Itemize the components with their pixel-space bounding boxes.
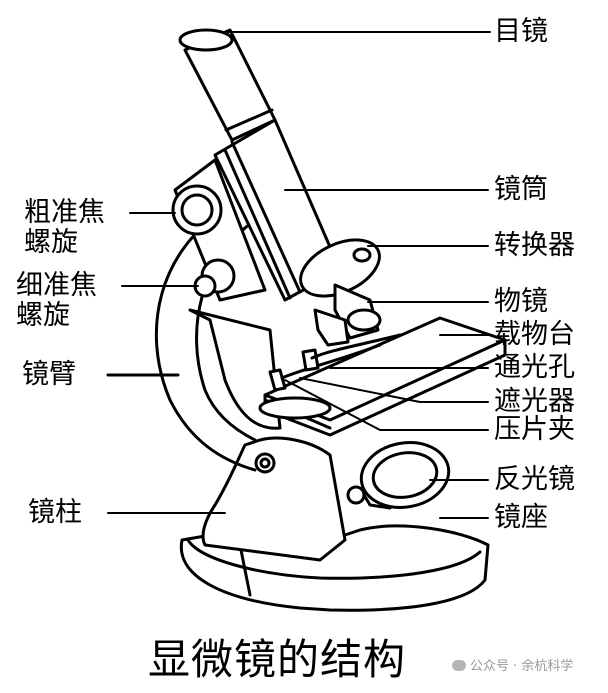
label-base: 镜座: [494, 502, 548, 533]
label-objective: 物镜: [494, 286, 548, 317]
arm-shape: [154, 208, 257, 472]
label-arm: 镜臂: [22, 359, 76, 390]
leader-lines: [106, 31, 491, 519]
label-coarse-focus-1: 粗准焦: [24, 197, 105, 228]
label-aperture: 通光孔: [494, 352, 575, 383]
label-mirror: 反光镜: [494, 464, 575, 495]
label-coarse-focus-2: 螺旋: [24, 227, 78, 258]
pillar-shape: [201, 436, 347, 562]
label-stage: 载物台: [494, 319, 575, 350]
label-fine-focus-1: 细准焦: [16, 270, 97, 301]
label-eyepiece: 目镜: [494, 16, 548, 47]
label-nosepiece: 转换器: [494, 230, 575, 261]
watermark-text: 公众号 · 余杭科学: [470, 659, 574, 674]
label-fine-focus-2: 螺旋: [16, 300, 70, 331]
label-pillar: 镜柱: [28, 497, 82, 528]
diagram-title: 显微镜的结构: [148, 635, 407, 684]
base-top: [186, 538, 482, 580]
label-diaphragm: 遮光器: [494, 386, 575, 417]
label-clips: 压片夹: [494, 414, 575, 445]
stage-clip: [268, 368, 287, 392]
label-tube: 镜筒: [494, 174, 548, 205]
diaphragm-shape: [258, 396, 332, 420]
wechat-icon: [452, 660, 466, 671]
watermark: 公众号 · 余杭科学: [452, 655, 573, 674]
